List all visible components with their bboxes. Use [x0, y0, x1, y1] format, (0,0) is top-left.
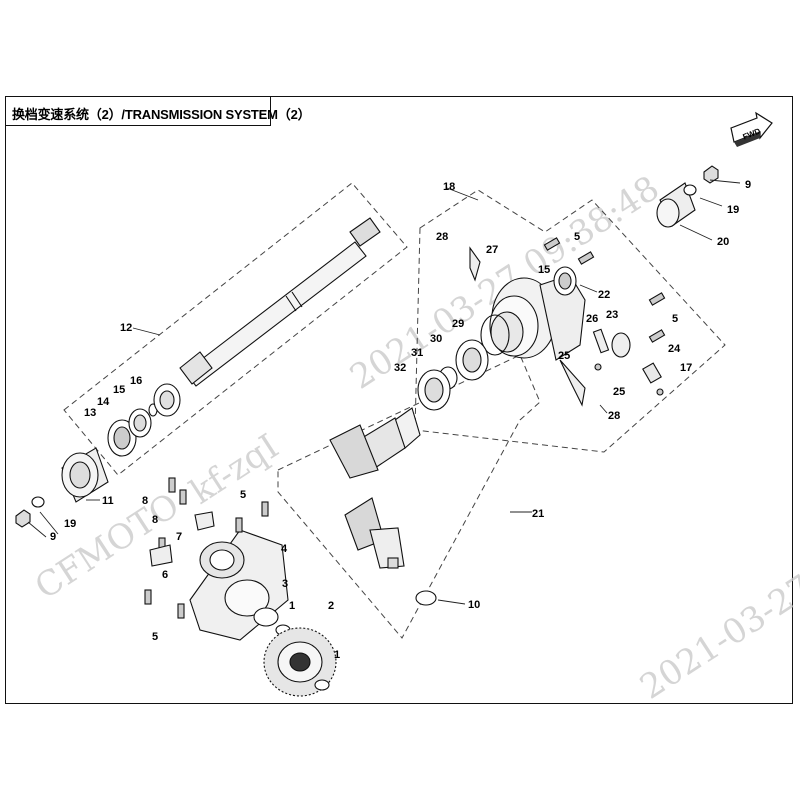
- callout-28a: 28: [436, 231, 448, 243]
- output-shaft: [179, 217, 381, 387]
- callout-27: 27: [486, 244, 498, 256]
- callout-18: 18: [443, 181, 455, 193]
- output-flange: [61, 447, 109, 503]
- callout-29: 29: [452, 318, 464, 330]
- diagram-frame: [5, 96, 793, 704]
- callout-5d: 5: [672, 313, 678, 325]
- callout-28b: 28: [608, 410, 620, 422]
- callout-9b: 9: [50, 531, 56, 543]
- callout-26: 26: [586, 313, 598, 325]
- lower-fasteners: [144, 477, 269, 619]
- callout-7: 7: [176, 531, 182, 543]
- callout-2: 2: [328, 600, 334, 612]
- title-box: 换档变速系统（2）/TRANSMISSION SYSTEM（2）: [5, 96, 311, 126]
- callout-16: 16: [130, 375, 142, 387]
- callout-12: 12: [120, 322, 132, 334]
- callout-14: 14: [97, 396, 110, 408]
- callout-19b: 19: [64, 518, 76, 530]
- callout-8a: 8: [142, 495, 148, 507]
- speed-sensor: [592, 328, 664, 396]
- left-bolt-washer: [15, 496, 45, 528]
- callout-3: 3: [282, 578, 288, 590]
- callout-13: 13: [84, 407, 96, 419]
- watermark-timestamp: 2021-03-27 09:38:48: [343, 168, 666, 397]
- callout-30: 30: [430, 333, 442, 345]
- callout-5a: 5: [240, 489, 246, 501]
- lower-gear-housing: [189, 529, 337, 697]
- callout-8b: 8: [152, 514, 158, 526]
- callout-6: 6: [162, 569, 168, 581]
- bearing-housing: [417, 266, 586, 411]
- front-cover: [656, 165, 719, 228]
- bevel-gear-set: [329, 407, 437, 606]
- callout-19a: 19: [727, 204, 739, 216]
- watermark-user: kf-zqI: [183, 426, 286, 512]
- fwd-arrow-icon: FWD: [730, 111, 773, 147]
- callout-22: 22: [598, 289, 610, 301]
- right-bolts: [543, 237, 666, 343]
- callout-23: 23: [606, 309, 618, 321]
- leader-lines: [27, 179, 741, 605]
- callout-32: 32: [394, 362, 406, 374]
- callout-labels: 1 1 2 3 4 5 5 5 5 6 7 8 8 9 9 10 11 12 1…: [50, 179, 751, 661]
- callout-5c: 5: [574, 231, 580, 243]
- callout-15a: 15: [113, 384, 125, 396]
- page-title: 换档变速系统（2）/TRANSMISSION SYSTEM（2）: [12, 107, 311, 122]
- group-output-shaft: [63, 182, 408, 476]
- group-bevel-gears: [277, 354, 541, 639]
- callout-5b: 5: [152, 631, 158, 643]
- retaining-clips: [469, 246, 586, 407]
- callout-9a: 9: [745, 179, 751, 191]
- callout-21: 21: [532, 508, 544, 520]
- callout-25b: 25: [613, 386, 625, 398]
- callout-20: 20: [717, 236, 729, 248]
- callout-1a: 1: [289, 600, 295, 612]
- callout-17: 17: [680, 362, 692, 374]
- watermark-date: 2021-03-27: [633, 567, 800, 707]
- callout-1b: 1: [334, 649, 340, 661]
- callout-24: 24: [668, 343, 681, 355]
- callout-25a: 25: [558, 350, 570, 362]
- left-bearing-set: [107, 383, 181, 457]
- callout-10: 10: [468, 599, 480, 611]
- callout-15b: 15: [538, 264, 550, 276]
- callout-4: 4: [281, 543, 288, 555]
- callout-31: 31: [411, 347, 423, 359]
- callout-11: 11: [102, 495, 114, 507]
- group-bearing-housing: [414, 189, 726, 453]
